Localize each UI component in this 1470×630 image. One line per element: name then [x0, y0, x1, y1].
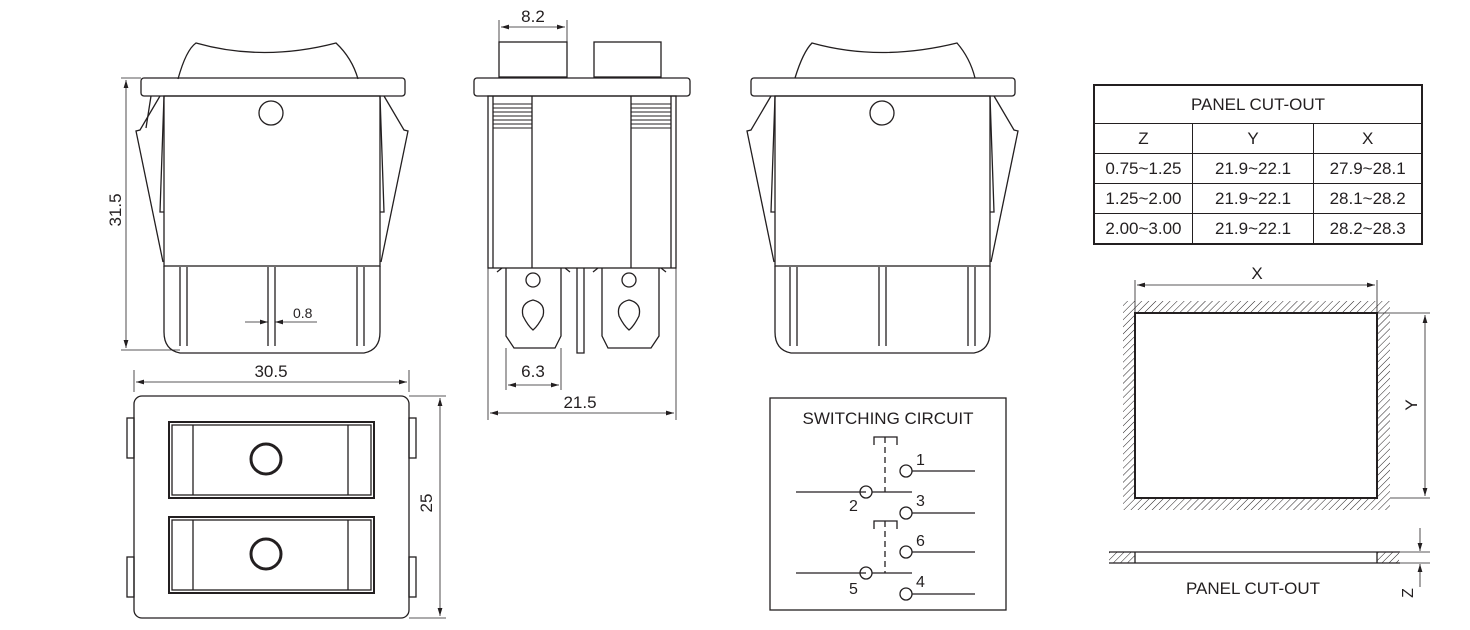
header-z: Z	[1093, 123, 1193, 154]
indicator-circle-top	[249, 442, 283, 476]
cell-z: 1.25~2.00	[1093, 183, 1193, 214]
switching-circuit: SWITCHING CIRCUIT 1 2 3 6 5 4	[769, 397, 1007, 611]
cell-y: 21.9~22.1	[1191, 153, 1315, 184]
rocker-bottom	[168, 516, 375, 594]
cell-z: 2.00~3.00	[1093, 213, 1193, 245]
table-title: PANEL CUT-OUT	[1093, 84, 1423, 124]
table-row: 0.75~1.25 21.9~22.1 27.9~28.1	[1093, 153, 1423, 184]
terminal-4: 4	[916, 574, 925, 591]
cutout-drawing: X Y PANEL CUT-OUT Z	[1109, 264, 1430, 598]
terminal-6: 6	[916, 533, 925, 550]
left-clip	[135, 95, 164, 263]
terminal-5: 5	[849, 581, 858, 598]
bezel-outline	[133, 395, 410, 619]
terminal-width-label: 6.3	[521, 362, 545, 381]
bezel-flange	[140, 77, 406, 97]
header-y: Y	[1191, 123, 1315, 154]
side-body	[487, 95, 677, 269]
cutout-opening	[1134, 312, 1378, 499]
switch-body	[163, 95, 381, 267]
indicator-circle-bottom	[249, 537, 283, 571]
ribs-left	[493, 103, 532, 129]
table-header-row: Z Y X	[1093, 123, 1423, 154]
terminal-left	[505, 268, 562, 349]
cell-y: 21.9~22.1	[1191, 213, 1315, 245]
indicator-hole	[258, 100, 284, 126]
terminal-2: 2	[849, 498, 858, 515]
pin-1	[179, 267, 188, 346]
ribs-right	[631, 103, 671, 129]
table-row: 2.00~3.00 21.9~22.1 28.2~28.3	[1093, 213, 1423, 245]
cell-x: 28.2~28.3	[1313, 213, 1423, 245]
cell-x: 27.9~28.1	[1313, 153, 1423, 184]
pin-width-label: 0.8	[293, 305, 313, 321]
cutout-z-label: Z	[1400, 588, 1417, 598]
rear-body	[774, 95, 991, 267]
rocker-actuator	[177, 42, 359, 80]
terminal-right	[601, 268, 660, 349]
cutout-caption: PANEL CUT-OUT	[1186, 579, 1320, 598]
panel-cutout-table: PANEL CUT-OUT Z Y X 0.75~1.25 21.9~22.1 …	[1093, 84, 1423, 245]
front-height-label: 31.5	[106, 193, 125, 226]
table-row: 1.25~2.00 21.9~22.1 28.1~28.2	[1093, 183, 1423, 214]
header-x: X	[1313, 123, 1423, 154]
terminal-1: 1	[916, 452, 925, 469]
top-view: 30.5 25	[126, 362, 446, 619]
pin-3	[356, 267, 365, 346]
center-pin	[576, 268, 585, 354]
terminal-housing	[163, 266, 381, 354]
switching-circuit-title: SWITCHING CIRCUIT	[803, 409, 974, 428]
rear-actuator	[794, 42, 976, 79]
cell-x: 28.1~28.2	[1313, 183, 1423, 214]
cell-y: 21.9~22.1	[1191, 183, 1315, 214]
side-width-label: 21.5	[563, 393, 596, 412]
right-clip	[380, 95, 409, 263]
cutout-x-label: X	[1251, 264, 1262, 283]
rear-flange	[750, 77, 1016, 97]
pin-2	[267, 267, 276, 346]
cutout-y-label: Y	[1402, 399, 1421, 410]
rocker-top	[168, 421, 375, 499]
rear-view	[746, 42, 1019, 354]
actuator-width-label: 8.2	[521, 7, 545, 26]
side-flange	[473, 77, 691, 97]
terminal-3: 3	[916, 493, 925, 510]
front-width-label: 30.5	[254, 362, 287, 381]
front-view: 0.8 31.5	[106, 42, 409, 354]
top-height-label: 25	[417, 494, 436, 513]
actuator-left	[498, 41, 568, 78]
cell-z: 0.75~1.25	[1093, 153, 1193, 184]
side-view: 8.2 6.3	[473, 7, 691, 420]
rear-indicator-hole	[869, 100, 895, 126]
actuator-right	[593, 41, 662, 78]
